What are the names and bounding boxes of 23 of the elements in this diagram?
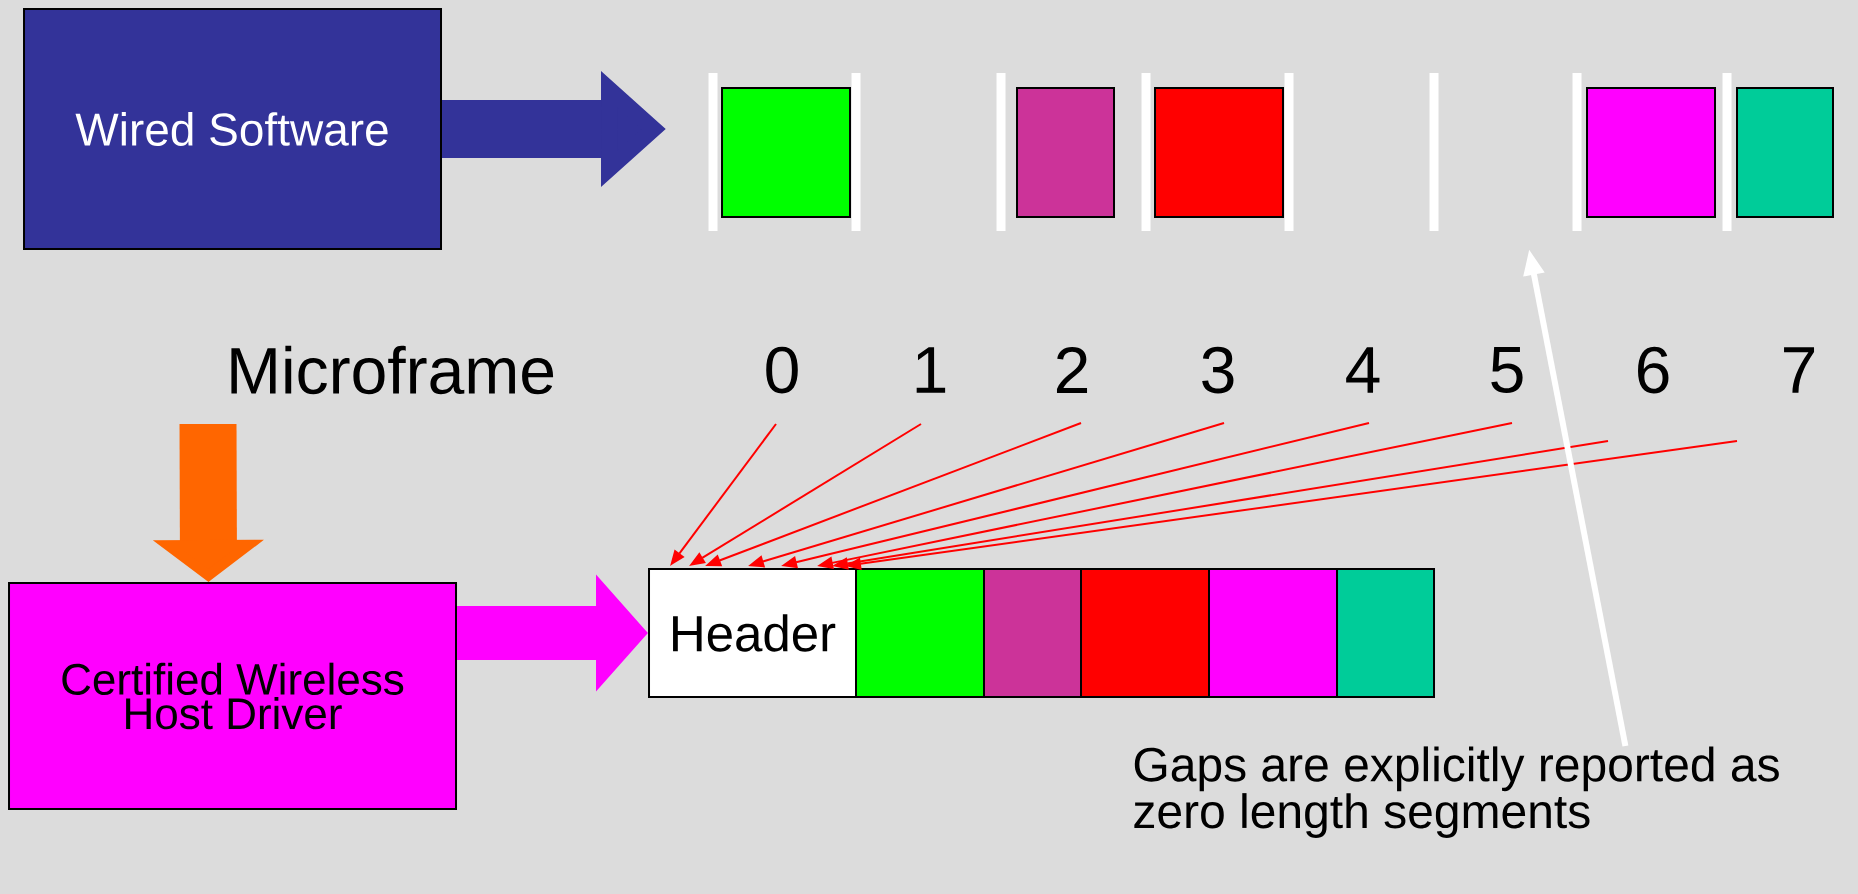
frame-number: 7 — [1784, 347, 1815, 393]
segment-box — [1080, 568, 1210, 698]
segment-box — [1208, 568, 1338, 698]
frame-number: 3 — [1202, 346, 1234, 394]
frame-number: 4 — [1346, 347, 1380, 393]
row-label: Microframe — [231, 345, 554, 395]
segment-box — [983, 568, 1082, 698]
frame-number: 5 — [1491, 346, 1523, 394]
frame-number: 2 — [1057, 346, 1088, 394]
segment-box — [1736, 87, 1834, 218]
header-box: Header — [648, 568, 857, 698]
driver-box: Certified Wireless Host Driver — [8, 582, 457, 810]
segment-box — [855, 568, 985, 698]
segment-box — [721, 87, 851, 218]
frame-number: 0 — [766, 346, 798, 394]
segment-box — [1154, 87, 1284, 218]
segment-box — [1336, 568, 1435, 698]
software-box: Wired Software — [23, 8, 442, 250]
segment-box — [1586, 87, 1716, 218]
frame-number: 1 — [916, 347, 946, 393]
frame-number: 6 — [1638, 346, 1669, 394]
segment-box — [1016, 87, 1115, 218]
note-text: Gaps are explicitly reported as zero length segments — [1134, 746, 1779, 838]
